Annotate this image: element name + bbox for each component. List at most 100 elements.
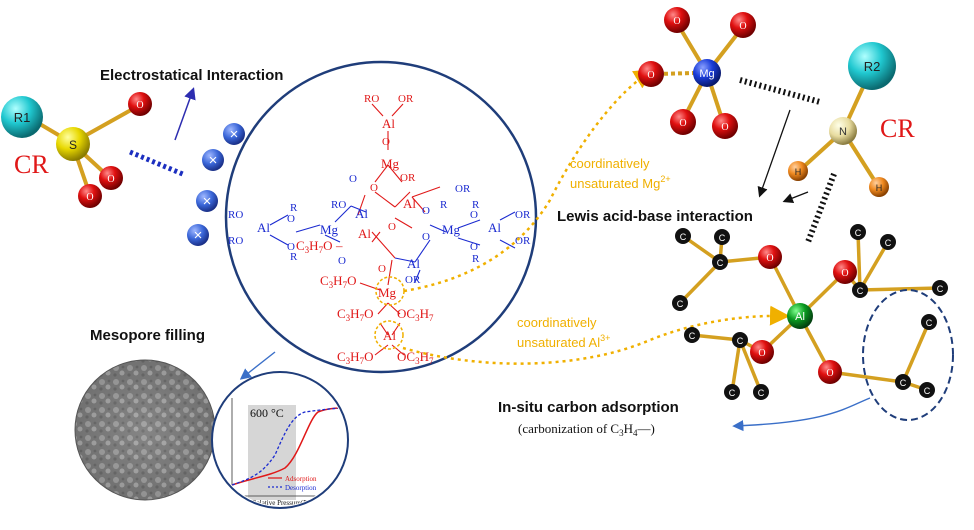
mg-atom-label: Mg bbox=[699, 68, 714, 80]
r1-label: R1 bbox=[14, 110, 31, 125]
c3h7o-label: C3H7O bbox=[337, 349, 373, 366]
al-complex: O O O O Al C C C C C C C C C C C C C C C bbox=[672, 224, 948, 400]
o-label: O bbox=[287, 241, 295, 253]
nitrogen-atom bbox=[829, 117, 857, 145]
hydrogen-atom bbox=[788, 161, 808, 181]
positive-charge-markers: × × × × bbox=[187, 123, 245, 246]
o-label: O bbox=[370, 182, 378, 194]
carbonization-text: H bbox=[624, 421, 633, 436]
r-label: R bbox=[290, 202, 298, 214]
mesopore-arrow bbox=[239, 351, 276, 380]
o-label: O bbox=[338, 255, 346, 267]
carbon-chain-highlight bbox=[862, 289, 954, 421]
coord-al-line2: unsaturated Al3+ bbox=[517, 333, 610, 350]
al-label: Al bbox=[488, 220, 501, 235]
oxygen-label: O bbox=[721, 122, 728, 133]
al-label: Al bbox=[355, 206, 368, 221]
oxygen-atom bbox=[99, 166, 123, 190]
charge-symbol: × bbox=[209, 152, 218, 169]
nitrogen-label: N bbox=[839, 126, 847, 138]
o-label: O bbox=[287, 213, 295, 225]
sulfonate-molecule: R1 S O O O bbox=[1, 92, 152, 208]
r2-atom bbox=[848, 42, 896, 90]
oxygen-label: O bbox=[136, 100, 143, 111]
oc3h7-label: OC3H7 bbox=[397, 306, 434, 323]
mg-label: Mg bbox=[381, 156, 400, 171]
coord-mg-sup: 2+ bbox=[660, 174, 670, 184]
carbonization-label: (carbonization of C3H4—) bbox=[518, 421, 655, 438]
oxygen-atom bbox=[818, 360, 842, 384]
x-axis-label: Relative Pressure(P/P₀) bbox=[252, 499, 318, 507]
al-highlight bbox=[374, 320, 404, 350]
mg-complex: O O O O O Mg bbox=[638, 7, 756, 139]
or-label: OR bbox=[398, 93, 414, 105]
oxygen-label: O bbox=[647, 70, 654, 81]
oxygen-label: O bbox=[841, 268, 848, 279]
al-label: Al bbox=[403, 196, 416, 211]
electrostatic-label: Electrostatical Interaction bbox=[100, 67, 283, 84]
c3h7o-label: C3H7O bbox=[337, 306, 373, 323]
carbonization-sub: 3 bbox=[619, 428, 624, 438]
coord-al-line1: coordinatively bbox=[517, 315, 597, 330]
oxygen-atom bbox=[78, 184, 102, 208]
al-label: Al bbox=[257, 220, 270, 235]
o-label: O bbox=[470, 209, 478, 221]
coord-mg-line1: coordinatively bbox=[570, 156, 650, 171]
sulfur-atom bbox=[56, 127, 90, 161]
mesopore-label: Mesopore filling bbox=[90, 327, 205, 344]
cr-label-right: CR bbox=[880, 114, 915, 143]
oxygen-label: O bbox=[107, 174, 114, 185]
carbon-label: C bbox=[758, 388, 765, 398]
carbon-label: C bbox=[937, 284, 944, 294]
hysteresis-region bbox=[248, 405, 296, 500]
oxygen-label: O bbox=[758, 348, 765, 359]
desorption-curve bbox=[231, 407, 346, 486]
electrostatic-bond bbox=[129, 149, 186, 178]
al-atom bbox=[787, 303, 813, 329]
ro-label: RO bbox=[331, 199, 346, 211]
oxygen-atom bbox=[833, 260, 857, 284]
or-label: OR bbox=[405, 274, 421, 286]
structure-circle bbox=[224, 60, 538, 374]
dash-label: – bbox=[335, 238, 343, 253]
al-label: Al bbox=[382, 116, 395, 131]
carbon-label: C bbox=[677, 299, 684, 309]
hydrogen-label: H bbox=[876, 183, 883, 193]
carbon-label: C bbox=[855, 228, 862, 238]
al-label: Al bbox=[383, 328, 396, 343]
al-label: Al bbox=[358, 226, 371, 241]
lewis-arrow-right bbox=[782, 191, 809, 204]
c3h7o-label: C3H7O bbox=[296, 238, 332, 255]
o-label: O bbox=[422, 205, 430, 217]
r1-atom bbox=[1, 96, 43, 138]
mg-label: Mg bbox=[442, 222, 461, 237]
n-al-interaction bbox=[805, 172, 837, 244]
ro-label: RO bbox=[228, 209, 243, 221]
oc3h7-label: OC3H7 bbox=[397, 349, 434, 366]
r-label: R bbox=[472, 199, 480, 211]
o-label: O bbox=[382, 136, 390, 148]
carbon-adsorption-arrow bbox=[732, 397, 871, 432]
charge-icon bbox=[187, 224, 209, 246]
lewis-label: Lewis acid-base interaction bbox=[557, 208, 753, 225]
charge-icon bbox=[202, 149, 224, 171]
o-label: O bbox=[378, 263, 386, 275]
carbon-label: C bbox=[689, 331, 696, 341]
or-label: OR bbox=[515, 235, 531, 247]
carbon-label: C bbox=[885, 238, 892, 248]
r2-label: R2 bbox=[864, 59, 881, 74]
legend-adsorption: Adsorption bbox=[285, 475, 317, 483]
ro-label: RO bbox=[364, 93, 379, 105]
coord-al-text: unsaturated Al bbox=[517, 335, 600, 350]
charge-symbol: × bbox=[194, 227, 203, 244]
carbonization-text: —) bbox=[636, 421, 654, 436]
oxygen-label: O bbox=[86, 192, 93, 203]
carbonization-text: (carbonization of C bbox=[518, 421, 619, 436]
charge-symbol: × bbox=[230, 126, 239, 143]
oxygen-atom bbox=[664, 7, 690, 33]
hydrogen-label: H bbox=[795, 167, 802, 177]
carbon-label: C bbox=[857, 286, 864, 296]
electrostatic-arrow bbox=[174, 87, 196, 141]
o-label: O bbox=[388, 221, 396, 233]
